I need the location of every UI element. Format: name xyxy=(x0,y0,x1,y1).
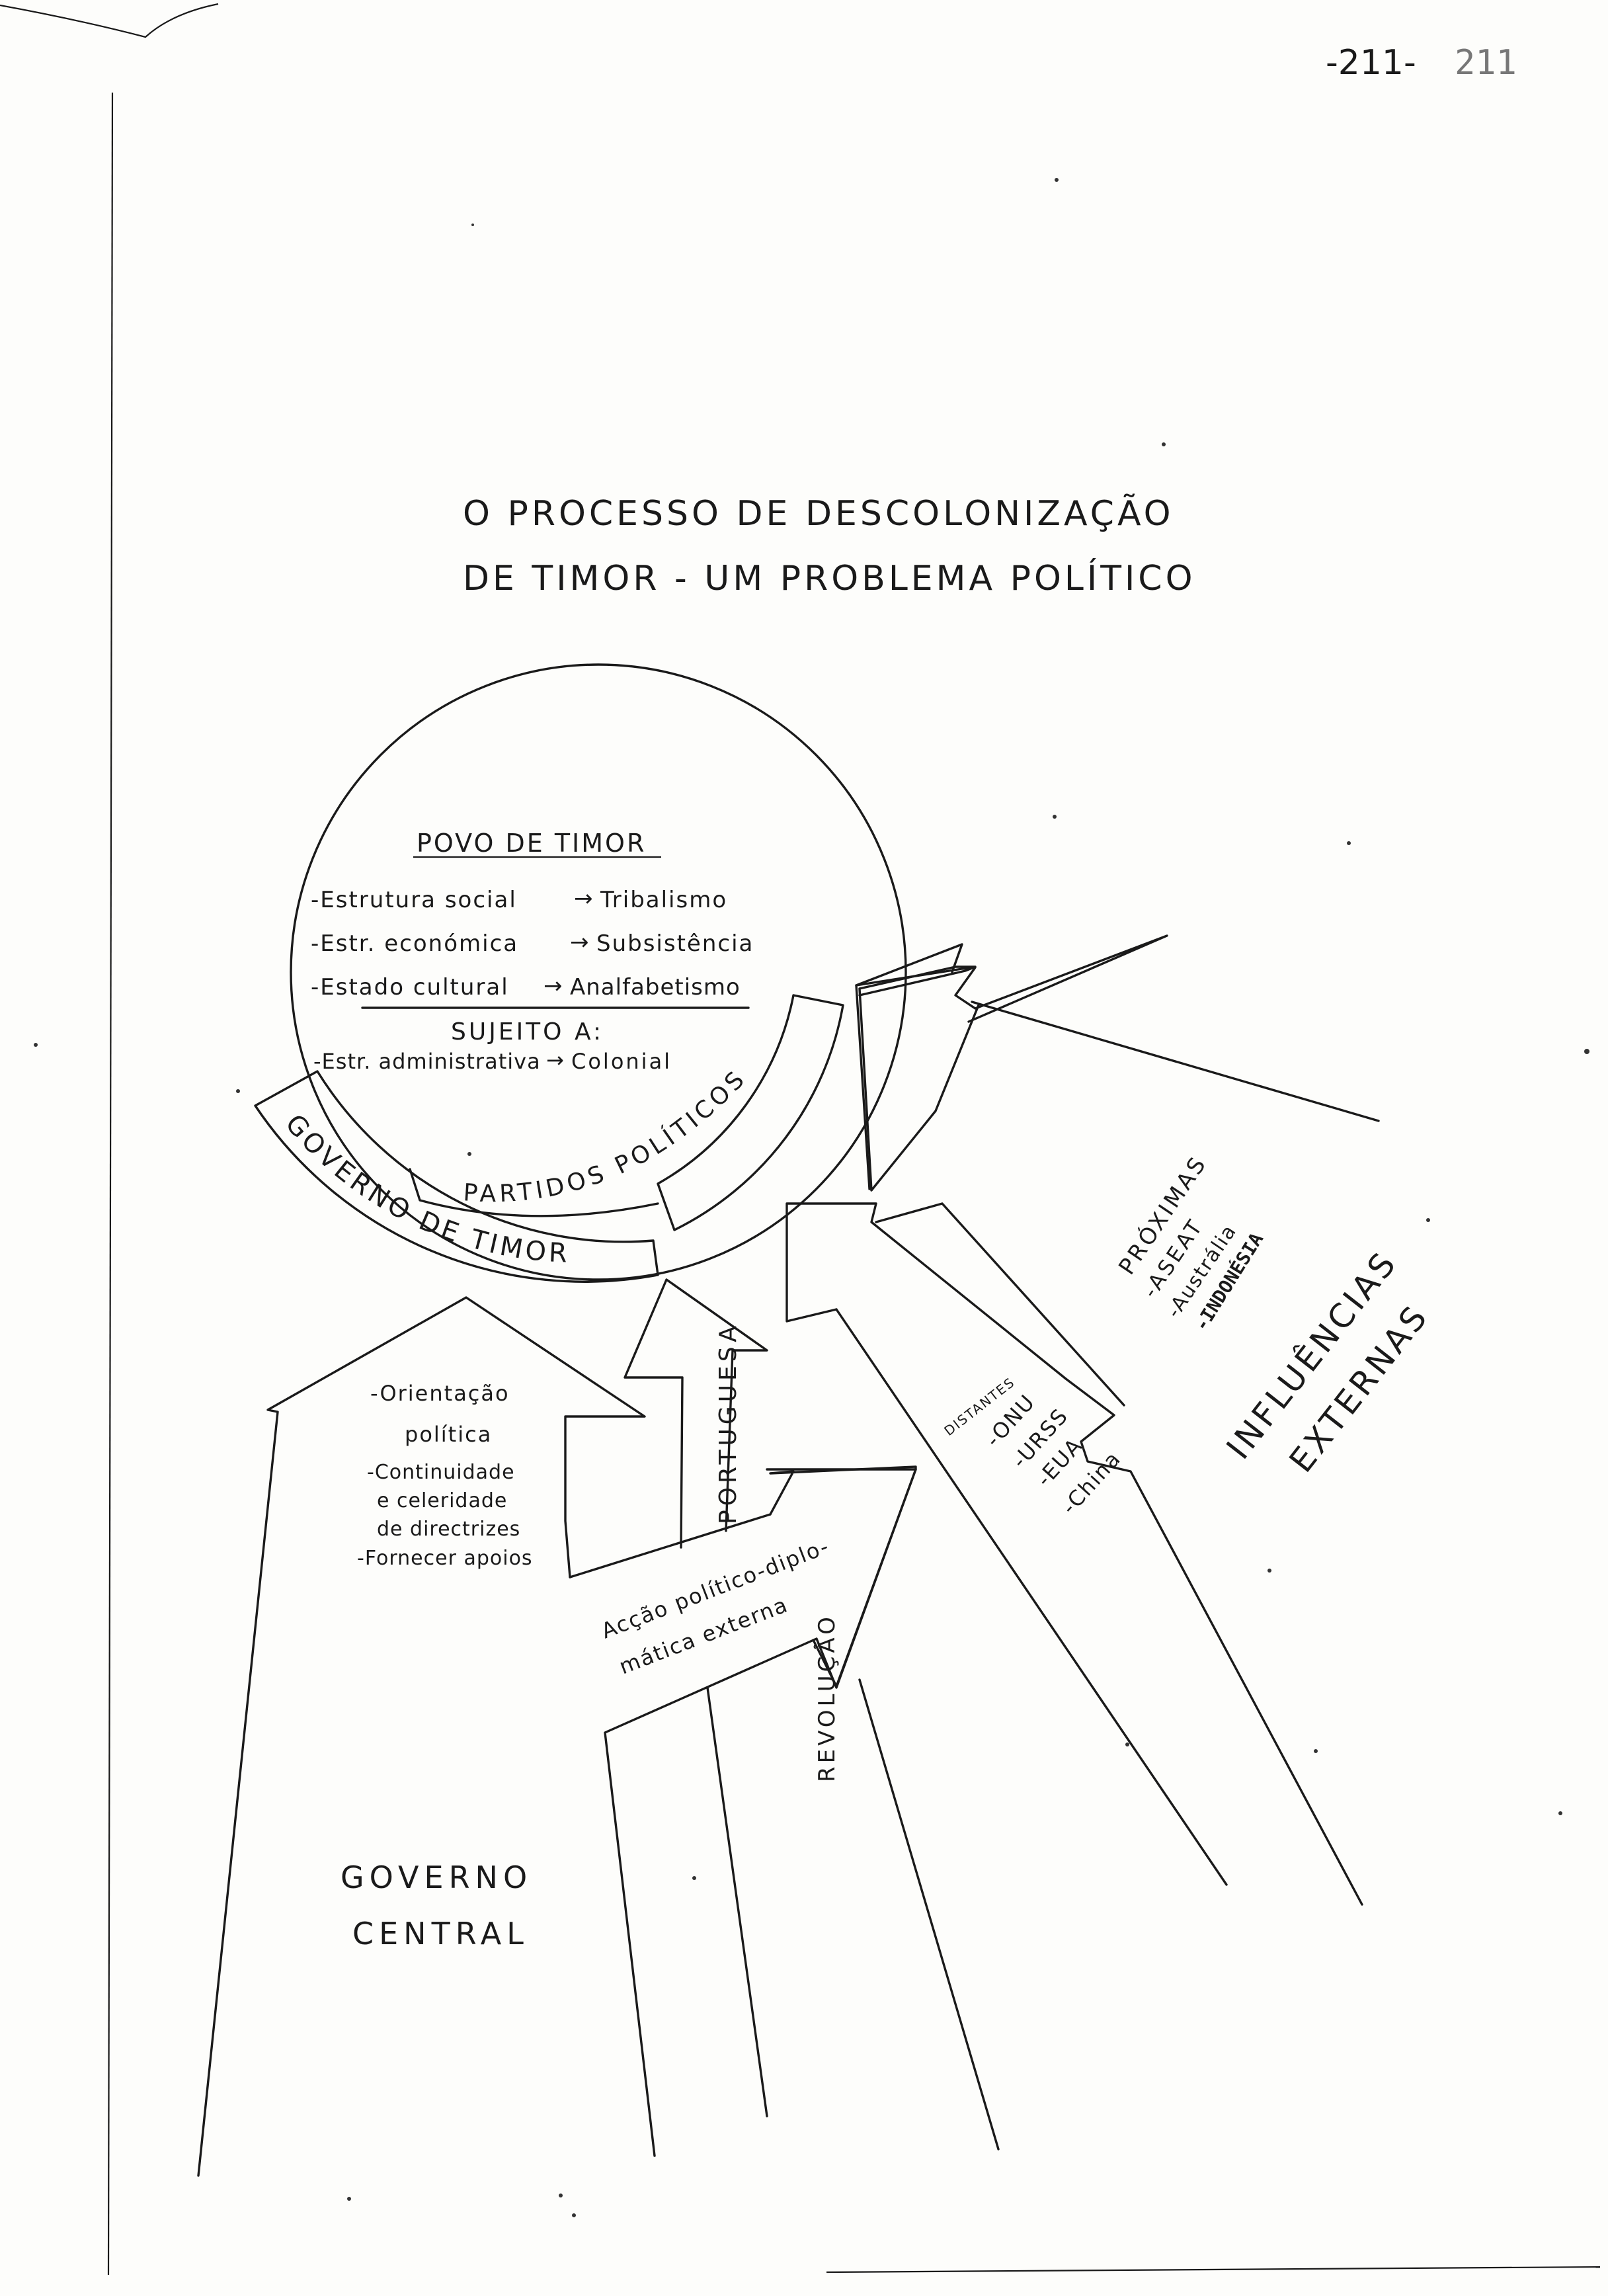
portuguesa-arrow xyxy=(623,1278,768,1549)
circle-row-3-arrow: → xyxy=(543,973,563,999)
portuguesa-label: PORTUGUESA xyxy=(715,1322,742,1524)
circle-row-3-left: -Estado cultural xyxy=(311,974,509,1001)
scan-specks xyxy=(34,178,1589,2217)
governo-central-item-6: -Fornecer apoios xyxy=(357,1547,533,1570)
title-line-2: DE TIMOR - UM PROBLEMA POLÍTICO xyxy=(463,558,1196,598)
circle-row-1-left: -Estrutura social xyxy=(311,887,517,913)
governo-central-label-2: CENTRAL xyxy=(352,1916,529,1951)
distantes-arrow-head xyxy=(875,1202,1125,1407)
circle-row-2-arrow: → xyxy=(570,929,589,956)
accao-diplomatica-arrow xyxy=(769,1465,917,1688)
circle-row-2-left: -Estr. económica xyxy=(311,930,518,957)
proximas-arrow-head xyxy=(855,943,963,987)
governo-central-item-3: -Continuidade xyxy=(367,1461,515,1484)
partidos-politicos-label: PARTIDOS POLÍTICOS xyxy=(462,1064,752,1208)
governo-central-item-4: e celeridade xyxy=(377,1489,507,1512)
governo-central-item-2: política xyxy=(405,1422,492,1447)
page-number-printed: -211- xyxy=(1326,43,1416,83)
page-number-handwritten: 211 xyxy=(1455,43,1517,83)
proximas-arrow xyxy=(855,934,1380,1190)
partidos-inner-segment xyxy=(409,1168,659,1217)
left-margin-line xyxy=(107,92,114,2276)
circle-subject-heading: SUJEITO A: xyxy=(451,1018,604,1046)
governo-central-item-1: -Orientação xyxy=(370,1381,510,1406)
partidos-politicos-band xyxy=(657,994,844,1231)
circle-row-2-right: Subsistência xyxy=(596,930,754,957)
revolucao-label: REVOLUÇÃO xyxy=(814,1614,840,1782)
governo-central-arrow xyxy=(197,1296,646,2177)
circle-subject-right: Colonial xyxy=(571,1049,672,1074)
bottom-rule xyxy=(826,2266,1601,2274)
povo-de-timor-circle xyxy=(290,663,907,1281)
governo-central-label-1: GOVERNO xyxy=(341,1860,532,1895)
title-line-1: O PROCESSO DE DESCOLONIZAÇÃO xyxy=(463,493,1174,534)
circle-subject-arrow: → xyxy=(546,1047,564,1073)
distantes-arrow xyxy=(785,1202,1363,1906)
governo-central-item-5: de directrizes xyxy=(377,1518,520,1541)
distantes-arrow-lower-edge xyxy=(835,1308,1228,1886)
accao-arrow-shaft xyxy=(604,1468,1000,2157)
circle-subject-left: -Estr. administrativa xyxy=(313,1049,541,1074)
proximas-arrow-body xyxy=(858,965,980,1192)
circle-row-3-right: Analfabetismo xyxy=(570,974,741,1001)
circle-row-1-arrow: → xyxy=(574,885,593,912)
top-corner-mark xyxy=(0,3,219,38)
circle-heading: POVO DE TIMOR xyxy=(417,829,646,858)
arrow-base-connector xyxy=(569,1513,772,1578)
circle-row-1-right: Tribalismo xyxy=(600,887,727,913)
